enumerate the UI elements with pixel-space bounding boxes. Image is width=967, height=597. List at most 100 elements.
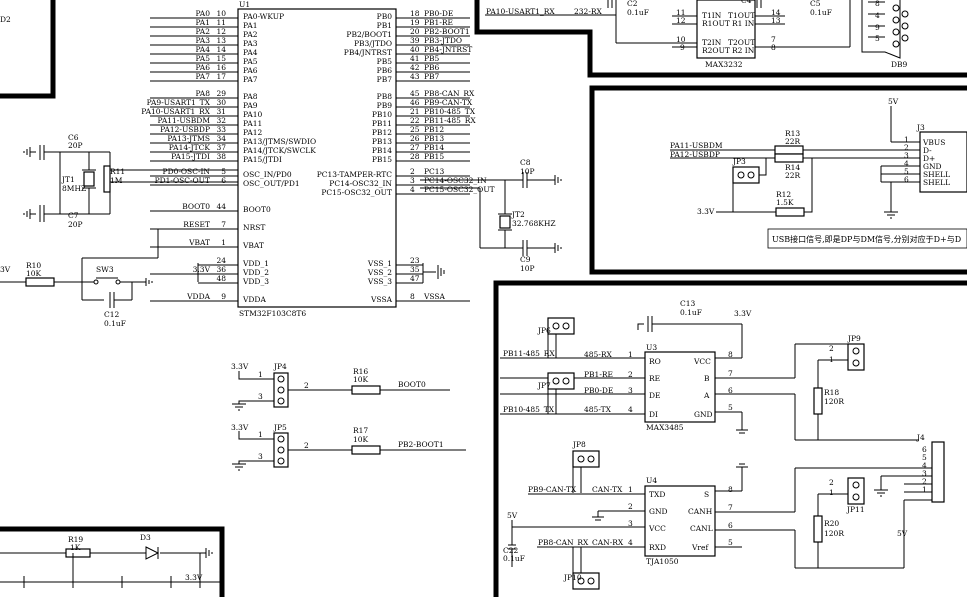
db9-pin bbox=[892, 4, 900, 12]
c2-ref: C2 bbox=[627, 0, 638, 8]
s-label: S bbox=[704, 490, 709, 499]
u1-left-pin-net: PD0-OSC-IN bbox=[163, 167, 211, 176]
u1-left-pin-name: PA15/JTDI bbox=[243, 155, 282, 164]
u1-right-pin-num: 40 bbox=[410, 45, 420, 54]
u1-left-pin-net: PA0 bbox=[195, 9, 210, 18]
jp7-pin bbox=[562, 377, 570, 385]
db9-pin-9: 9 bbox=[875, 23, 880, 32]
jt1-ref: JT1 bbox=[61, 175, 75, 184]
db9-pin bbox=[901, 10, 909, 18]
vcc-label: VCC bbox=[693, 357, 711, 366]
jt2-ref: JT2 bbox=[511, 210, 525, 219]
usb-dm-net: PA11-USBDM bbox=[670, 141, 723, 150]
u1-left-pin-net: BOOT0 bbox=[182, 202, 210, 211]
u3-body bbox=[644, 351, 716, 423]
r12-ref: R12 bbox=[776, 190, 791, 199]
u1-right-pin-net: PB2-BOOT1 bbox=[424, 27, 470, 36]
r20-resistor bbox=[813, 515, 823, 543]
u1-right-pin-name: PB3/JTDO bbox=[354, 39, 392, 48]
usb-pin-num: 4 bbox=[904, 159, 909, 168]
pin-7: 7 bbox=[771, 35, 776, 44]
db9-pin bbox=[892, 16, 900, 24]
jp11-p1: 1 bbox=[829, 488, 834, 497]
max3232-body bbox=[696, 0, 756, 59]
u1-left-pin-name: VDDA bbox=[242, 295, 266, 304]
jp3-pin bbox=[747, 171, 755, 179]
net-pb0de: PB0-DE bbox=[584, 386, 613, 395]
j4-connector bbox=[931, 441, 945, 503]
usb-note-box bbox=[767, 228, 967, 249]
c22-value: 0.1uF bbox=[503, 554, 525, 563]
u1-right-pin-net: PC15-OSC32_OUT bbox=[424, 185, 495, 194]
r14-ref: R14 bbox=[785, 163, 800, 172]
u1-left-pin-name: VDD_3 bbox=[242, 277, 269, 286]
r18-resistor bbox=[813, 387, 823, 415]
u1-left-pin-num: 10 bbox=[216, 9, 226, 18]
jp5-pin bbox=[277, 457, 285, 465]
u1-left-pin-net: PA7 bbox=[195, 72, 210, 81]
jp9-ref: JP9 bbox=[847, 334, 861, 343]
u1-ref: U1 bbox=[239, 0, 250, 9]
r12-resistor bbox=[775, 207, 805, 217]
jp4-pin1: 1 bbox=[258, 370, 263, 379]
db9-pin bbox=[892, 40, 900, 48]
u1-right-pin-num: 27 bbox=[410, 143, 420, 152]
u1-left-pin-name: PA3 bbox=[243, 39, 258, 48]
u1-left-pin-num: 36 bbox=[216, 265, 226, 274]
u1-right-pin-net: PB12 bbox=[424, 125, 444, 134]
c4-ref: C4 bbox=[741, 0, 752, 5]
net-pb8-can-rx: PB8-CAN_RX bbox=[538, 538, 589, 547]
u1-left-pin-num: 7 bbox=[221, 220, 226, 229]
c5-value: 0.1uF bbox=[810, 8, 832, 17]
c7-ref: C7 bbox=[68, 211, 79, 220]
u1-left-pin-name: PA9 bbox=[243, 101, 258, 110]
u1-right-pin-name: PC15-OSC32_OUT bbox=[321, 188, 392, 197]
usb-pin-name: VBUS bbox=[922, 138, 945, 147]
r17-resistor bbox=[351, 445, 381, 455]
u1-left-pin-net: 3.3V bbox=[193, 265, 211, 274]
p3-label: 3 bbox=[628, 386, 633, 395]
u1-right-pin-name: PB9 bbox=[377, 101, 393, 110]
u1-right-pin-name: VSS_1 bbox=[367, 259, 392, 268]
tja1050-section: JP8 PB9-CAN-TX CAN-TX U4 TJA1050 TXD GND… bbox=[503, 440, 905, 590]
r10-value: 10K bbox=[26, 269, 42, 278]
p8-label: 8 bbox=[728, 350, 733, 359]
jp4-pin bbox=[277, 375, 285, 383]
u1-left-pin-name: PA6 bbox=[243, 66, 258, 75]
u1-left-pin-net: PA3 bbox=[195, 36, 210, 45]
db9-ref: DB9 bbox=[891, 60, 908, 69]
jp9-header bbox=[847, 343, 865, 371]
boot-vcc-2: 3.3V bbox=[231, 423, 249, 432]
r17-ref: R17 bbox=[353, 426, 368, 435]
pin-11: 11 bbox=[676, 8, 686, 17]
u1-right-pin-name: PB7 bbox=[377, 75, 393, 84]
jp10-pin bbox=[587, 577, 595, 585]
u1-right-pin-num: 23 bbox=[410, 256, 420, 265]
b-label: B bbox=[704, 374, 710, 383]
u1-right-pin-name: PB2/BOOT1 bbox=[346, 30, 392, 39]
u1-left-pin-net: PD1-OSC-OUT bbox=[155, 176, 210, 185]
max3232-net-232rx: 232-RX bbox=[574, 7, 602, 16]
u1-right-pin-name: PB12 bbox=[372, 128, 392, 137]
u3-ref: U3 bbox=[646, 343, 657, 352]
u1-left-pin-num: 33 bbox=[216, 125, 226, 134]
u1-right-pin-name: PC13-TAMPER-RTC bbox=[317, 170, 393, 179]
u1-left-pin-num: 14 bbox=[216, 45, 226, 54]
u1-right-pin-name: PB6 bbox=[377, 66, 393, 75]
usb-pin-num: 6 bbox=[904, 175, 909, 184]
jp9-pin bbox=[852, 359, 860, 367]
c8-value: 10P bbox=[520, 167, 535, 176]
gnd-label: GND bbox=[649, 507, 668, 516]
u1-right-pin-net: PB1-RE bbox=[424, 18, 453, 27]
u1-body bbox=[237, 8, 397, 308]
tja-p4: 4 bbox=[628, 538, 633, 547]
t2in-label: T2IN bbox=[702, 38, 722, 47]
u1-right-pin-net: PB4-JNTRST bbox=[424, 45, 472, 54]
tja-p3: 3 bbox=[628, 519, 633, 528]
u1-right-pin-num: 25 bbox=[410, 125, 420, 134]
r1out-label: R1OUT bbox=[702, 19, 730, 28]
u3-part: MAX3485 bbox=[646, 423, 684, 432]
